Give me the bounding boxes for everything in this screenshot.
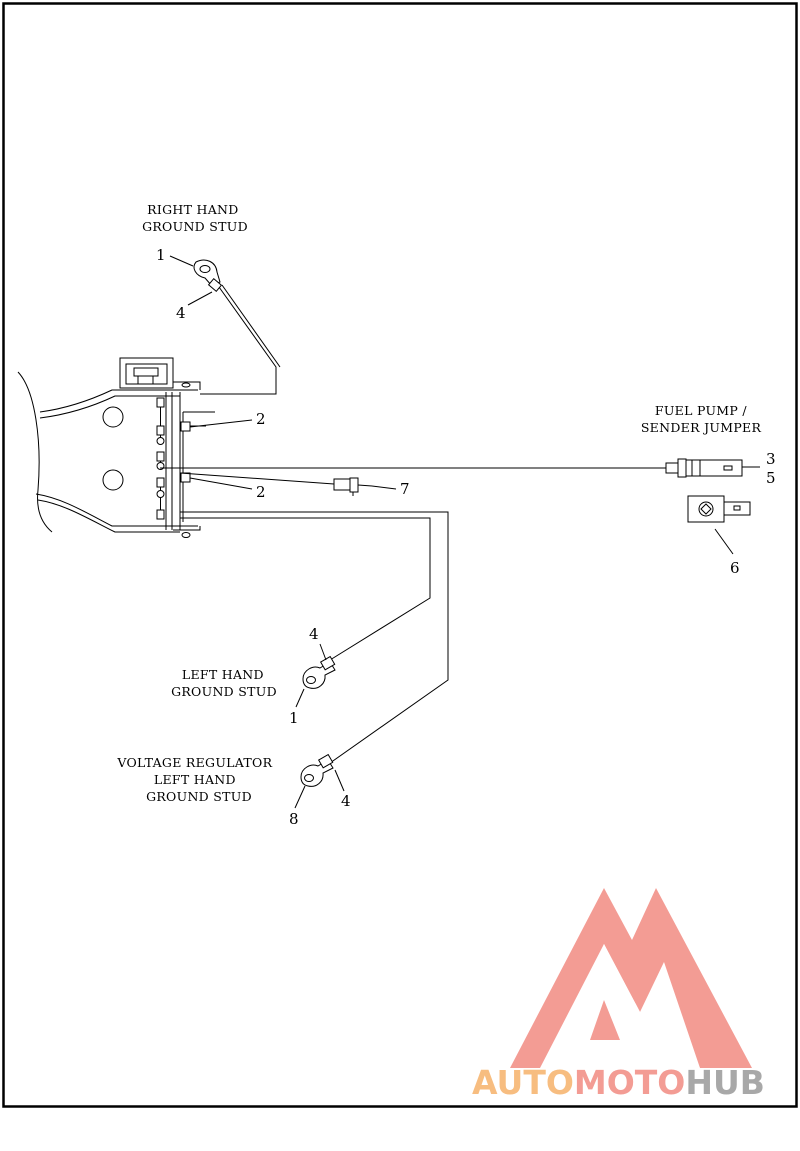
watermark-text-part-1: AUTO [472, 1063, 574, 1102]
right-hand-label-line-2: GROUND STUD [142, 219, 248, 234]
voltage-regulator-label-line-1: VOLTAGE REGULATOR [116, 755, 272, 770]
callout-4-rh-sleeve: 4 [176, 304, 186, 322]
left-hand-ring-terminal [302, 655, 336, 689]
fuel-pump-sender-jumper-label: FUEL PUMP / SENDER JUMPER [641, 403, 762, 435]
frame-rail [17, 357, 215, 538]
callout-8-vr-ring: 8 [289, 810, 299, 828]
right-hand-ground-stud-label: RIGHT HAND GROUND STUD [142, 202, 248, 234]
voltage-regulator-ring-terminal [300, 753, 334, 787]
callout-7-connector: 7 [400, 480, 410, 498]
left-hand-label-line-2: GROUND STUD [171, 684, 277, 699]
callout-4-lh-sleeve: 4 [309, 625, 319, 643]
callout-3-connector: 3 [766, 450, 776, 468]
callout-1-rh-ring: 1 [156, 246, 166, 264]
watermark-text: AUTOMOTOHUB [472, 1063, 765, 1102]
fuel-pump-label-line-1: FUEL PUMP / [655, 403, 748, 418]
watermark-emblem-icon [510, 888, 752, 1068]
left-hand-label-line-1: LEFT HAND [182, 667, 264, 682]
voltage-regulator-ground-stud-label: VOLTAGE REGULATOR LEFT HAND GROUND STUD [116, 755, 276, 804]
right-hand-label-line-1: RIGHT HAND [147, 202, 238, 217]
right-hand-ring-terminal [193, 259, 223, 292]
watermark-logo: AUTOMOTOHUB [472, 888, 765, 1102]
callout-4-vr-sleeve: 4 [341, 792, 351, 810]
leader-lines [169, 255, 760, 809]
callout-6-terminal: 6 [730, 559, 740, 577]
voltage-regulator-label-line-3: GROUND STUD [146, 789, 252, 804]
callout-1-lh-ring: 1 [289, 709, 299, 727]
callout-2-lower-clip: 2 [256, 483, 266, 501]
fuel-pump-connector [665, 458, 743, 478]
right-hand-ground-wire [200, 284, 281, 395]
watermark-text-part-3: HUB [685, 1063, 765, 1102]
terminal-part-6 [687, 495, 751, 523]
callout-5-connector: 5 [766, 469, 776, 487]
left-hand-ground-stud-label: LEFT HAND GROUND STUD [171, 667, 277, 699]
lower-ground-branch [180, 511, 449, 764]
callout-2-upper-clip: 2 [256, 410, 266, 428]
fuel-pump-label-line-2: SENDER JUMPER [641, 420, 762, 435]
page-border [2, 2, 798, 1108]
connector-7-branch [179, 472, 373, 496]
harness-clip-lower [180, 472, 191, 483]
voltage-regulator-label-line-2: LEFT HAND [154, 772, 236, 787]
watermark-text-part-2: MOTO [574, 1063, 685, 1102]
